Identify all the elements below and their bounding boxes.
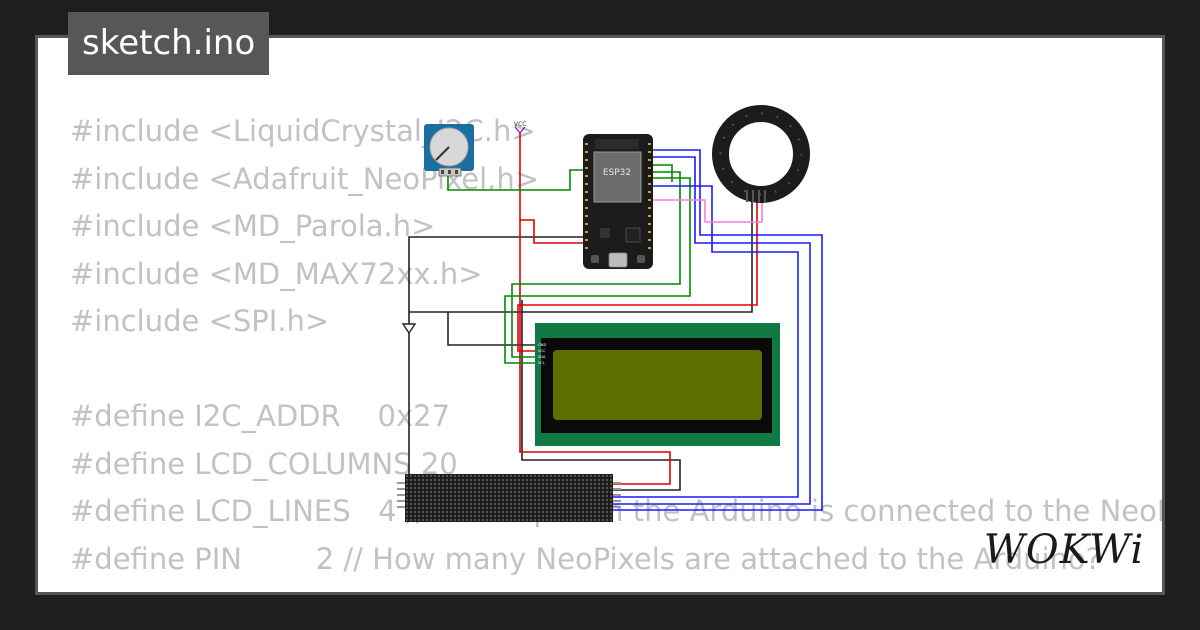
esp32-button-en[interactable] <box>591 255 599 263</box>
wire-blue-3 <box>612 185 799 498</box>
wire-vcc-esp <box>520 219 585 244</box>
esp32-usb-chip <box>625 227 641 243</box>
esp32-chip-label: ESP32 <box>603 168 631 178</box>
wire-pot-signal <box>447 169 585 191</box>
potentiometer-knob-indicator <box>435 146 450 161</box>
lcd-pin-sda: SDA <box>538 355 546 359</box>
wire-green-stub <box>650 164 673 182</box>
esp32-module-shield <box>593 151 642 203</box>
code-line: #include <MD_Parola.h> <box>70 209 436 243</box>
wire-blue-2 <box>612 156 811 505</box>
esp32-usb-port <box>608 252 628 268</box>
lcd-display[interactable]: GND VCC SDA SCL <box>535 323 780 446</box>
lcd-pin-vcc: VCC <box>538 349 546 353</box>
ground-symbol <box>401 323 417 335</box>
wire-vcc-lcd <box>517 200 758 352</box>
sketch-title-tab: sketch.ino <box>68 12 270 75</box>
wire-gnd-ring <box>409 200 753 313</box>
esp32-regulator <box>600 228 610 238</box>
code-line: #include <LiquidCrystal_I2C.h> <box>70 114 536 148</box>
vcc-label: VCC <box>514 121 526 128</box>
code-line: #define NUMPIXELS 16 <box>70 583 1162 592</box>
wokwi-logo-text: WOKWi <box>984 527 1145 573</box>
wire-gnd-lcd <box>447 312 537 346</box>
potentiometer[interactable] <box>424 124 474 177</box>
esp32-button-boot[interactable] <box>637 255 645 263</box>
code-line: #include <MD_MAX72xx.h> <box>70 256 483 291</box>
lcd-screen <box>553 350 762 420</box>
wire-blue-1 <box>612 149 823 511</box>
led-matrix[interactable] <box>397 474 621 522</box>
code-preview: #include <LiquidCrystal_I2C.h> #include <… <box>70 108 1162 592</box>
wokwi-logo: WOKWi <box>984 527 1145 573</box>
vcc-marker: VCC <box>514 121 526 134</box>
wire-vcc-matrix <box>519 133 671 485</box>
neopixel-leds <box>719 112 803 196</box>
code-line: #define PIN 2 // How many NeoPixels are … <box>70 541 1102 576</box>
wire-scl <box>504 177 691 364</box>
wire-neopixel-data <box>650 199 763 223</box>
code-line: #define LCD_COLUMNS 20 <box>70 446 458 481</box>
wire-gnd-matrix <box>521 300 681 491</box>
code-line: #define I2C_ADDR 0x27 <box>70 399 451 433</box>
wire-sda <box>511 171 681 358</box>
neopixel-ring[interactable] <box>712 105 810 203</box>
lcd-pin-scl: SCL <box>538 361 545 365</box>
esp32-board[interactable]: ESP32 <box>583 134 653 269</box>
code-line: #include <SPI.h> <box>70 304 330 338</box>
lcd-pin-gnd: GND <box>538 343 546 347</box>
